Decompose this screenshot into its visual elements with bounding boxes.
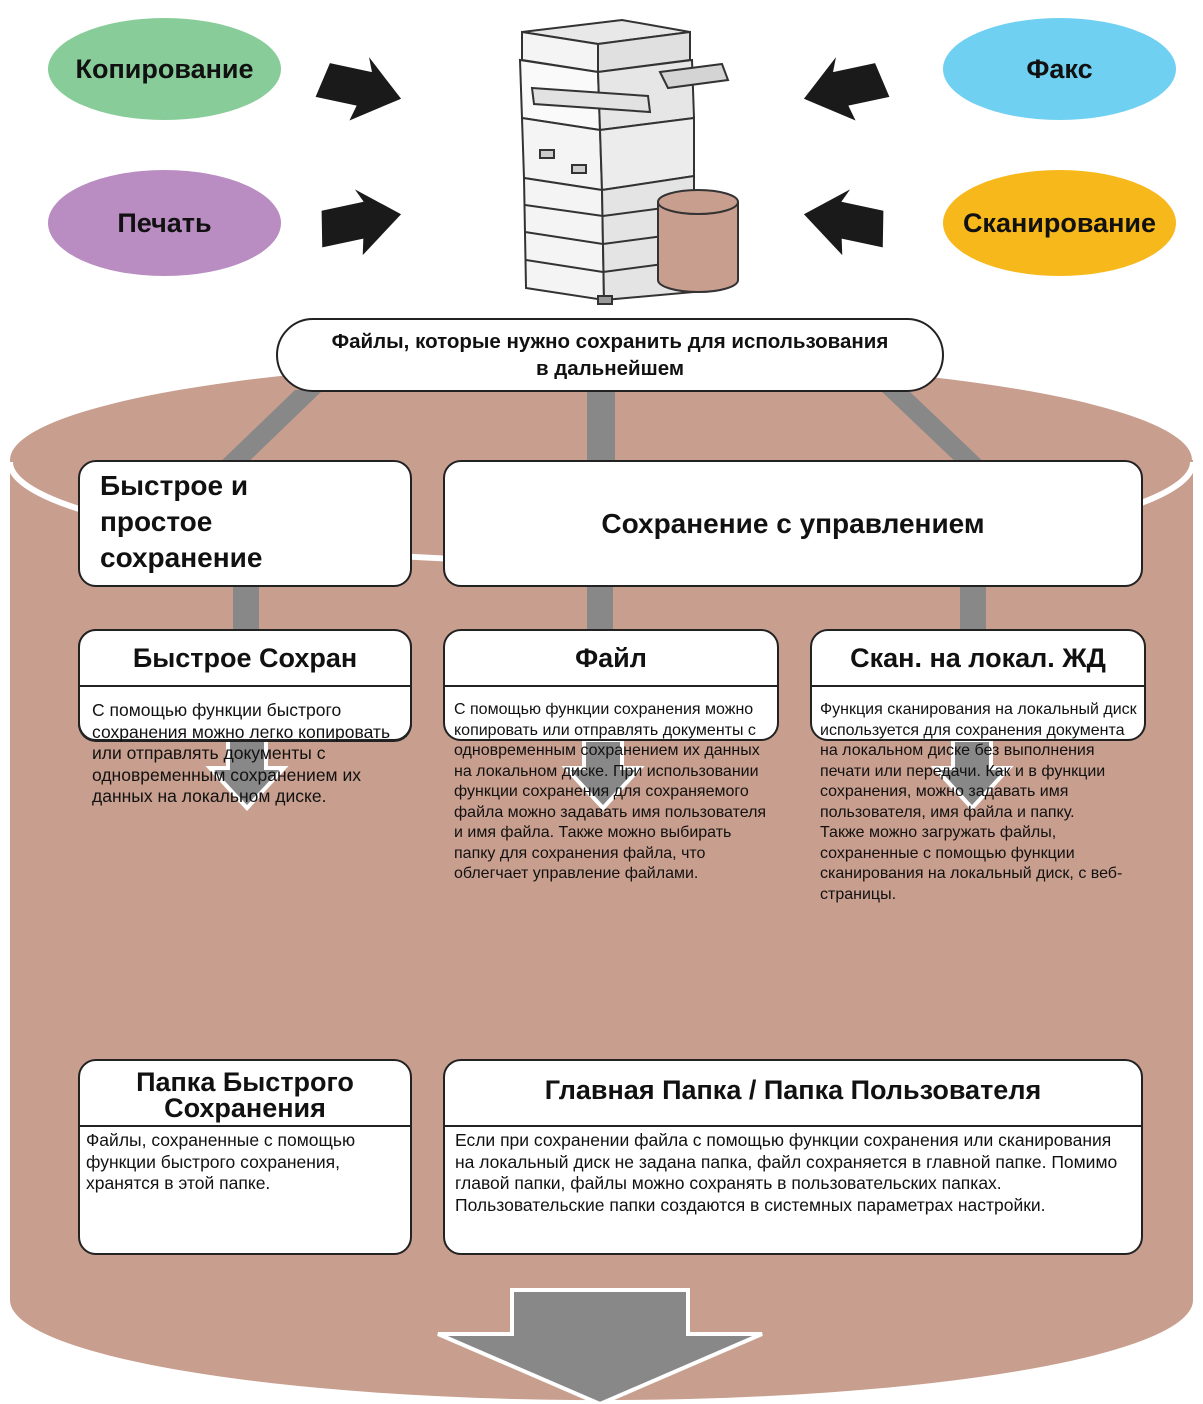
file-function-description: С помощью функции сохранения можно копир… bbox=[454, 701, 767, 882]
scan-to-hdd-function-title: Скан. на локал. ЖД bbox=[850, 643, 1106, 673]
scan-to-hdd-description-part1: Функция сканирования на локальный диск и… bbox=[820, 701, 1137, 821]
scan-to-hdd-function-description: Функция сканирования на локальный диск и… bbox=[820, 700, 1140, 905]
copy-source-oval: Копирование bbox=[48, 18, 281, 120]
input-arrows bbox=[315, 57, 890, 256]
down-arrows bbox=[205, 738, 1014, 811]
main-user-folder-description: Если при сохранении файла с помощью функ… bbox=[455, 1130, 1118, 1215]
quick-save-category-box: Быстрое и простое сохранение bbox=[78, 460, 412, 587]
scan-to-hdd-description-part2: Также можно загружать файлы, сохраненные… bbox=[820, 824, 1123, 903]
hdd-cylinder-icon bbox=[657, 189, 739, 293]
connector-right bbox=[880, 390, 990, 468]
connector-left bbox=[214, 390, 323, 468]
quick-save-folder-card: Папка Быстрого Сохранения bbox=[78, 1059, 412, 1255]
connector-middle bbox=[587, 390, 615, 466]
down-arrow-scan bbox=[930, 738, 1014, 811]
print-label: Печать bbox=[117, 207, 212, 238]
arrow-fax bbox=[803, 57, 890, 121]
quick-save-function-title: Быстрое Сохран bbox=[132, 643, 358, 673]
print-source-oval: Печать bbox=[48, 170, 281, 276]
main-user-folder-card: Главная Папка / Папка Пользователя bbox=[443, 1059, 1143, 1255]
arrow-scan bbox=[803, 189, 884, 256]
arrow-print bbox=[321, 189, 402, 256]
quick-save-folder-title: Папка Быстрого Сохранения bbox=[136, 1067, 354, 1123]
down-arrow-file bbox=[561, 738, 645, 811]
quick-save-function-description: С помощью функции быстрого сохранения мо… bbox=[92, 700, 391, 806]
down-arrow-quick bbox=[205, 738, 289, 811]
fax-label: Факс bbox=[1026, 53, 1093, 84]
scan-label: Сканирование bbox=[962, 207, 1157, 238]
files-to-save-header: Файлы, которые нужно сохранить для испол… bbox=[276, 318, 944, 392]
scan-source-oval: Сканирование bbox=[943, 170, 1176, 276]
main-user-folder-title: Главная Папка / Папка Пользователя bbox=[544, 1075, 1042, 1105]
managed-save-category-box: Сохранение с управлением bbox=[443, 460, 1143, 587]
printer-illustration bbox=[518, 18, 730, 305]
header-text: Файлы, которые нужно сохранить для испол… bbox=[331, 330, 889, 380]
file-function-title: Файл bbox=[575, 643, 647, 673]
quick-save-category-label: Быстрое и простое сохранение bbox=[100, 470, 263, 573]
arrow-copy bbox=[315, 57, 402, 121]
managed-save-category-label: Сохранение с управлением bbox=[601, 507, 985, 539]
copy-label: Копирование bbox=[75, 53, 254, 84]
scan-to-hdd-function-card: Скан. на локал. ЖД bbox=[810, 629, 1146, 741]
quick-save-function-card: Быстрое Сохран bbox=[78, 629, 412, 741]
quick-save-folder-description: Файлы, сохраненные с помощью функции быс… bbox=[86, 1130, 356, 1193]
file-function-card: Файл bbox=[443, 629, 779, 741]
fax-source-oval: Факс bbox=[943, 18, 1176, 120]
bottom-output-arrow bbox=[437, 1288, 763, 1404]
